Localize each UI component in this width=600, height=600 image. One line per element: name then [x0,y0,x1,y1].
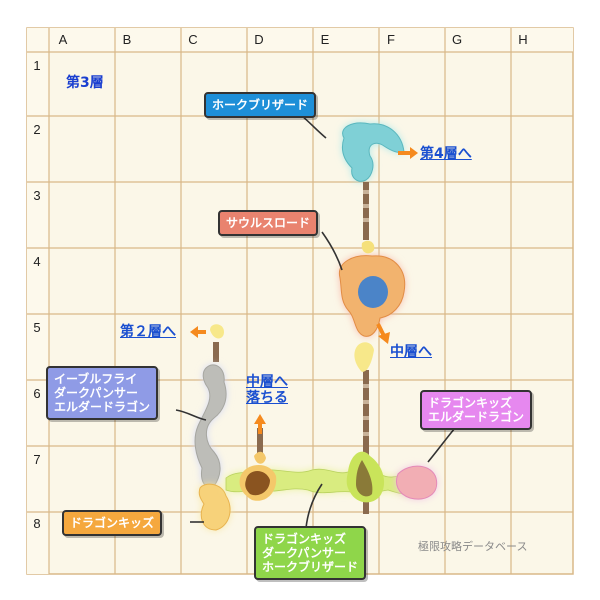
label-bottom-group: ドラゴンキッズ ダークパンサー ホークブリザード [254,526,367,580]
link-fall-middle[interactable]: 中層へ 落ちる [246,374,288,406]
col-header-f: F [387,32,395,47]
direction-arrows [190,147,418,434]
link-floor2[interactable]: 第２層へ [120,324,176,340]
row-header-1: 1 [33,58,41,73]
col-header-b: B [122,32,132,47]
row-header-7: 7 [33,452,41,467]
lava-room [338,240,406,372]
label-hawk-blizzard: ホークブリザード [204,92,317,118]
col-header-a: A [58,32,68,47]
col-header-d: D [254,32,264,47]
col-header-e: E [320,32,330,47]
ice-area [341,122,405,182]
label-saurus-lord: サウルスロード [218,210,319,236]
row-header-3: 3 [33,188,41,203]
watermark: 極限攻略データベース [418,540,528,553]
label-dragon-kids: ドラゴンキッズ [62,510,163,536]
row-header-4: 4 [33,254,41,269]
col-header-c: C [188,32,198,47]
col-header-h: H [518,32,528,47]
row-header-5: 5 [33,320,41,335]
col-header-g: G [451,32,463,47]
label-ibble-group: イーブルフライ ダークパンサー エルダードラゴン [46,366,159,420]
row7-path [225,428,438,503]
corridor-c [194,324,231,531]
floor-title: 第3層 [66,75,104,91]
row-header-6: 6 [33,386,41,401]
label-dragon-kids-elder: ドラゴンキッズ エルダードラゴン [420,390,533,430]
row-header-8: 8 [33,516,41,531]
corridor-f [363,182,369,514]
link-floor4[interactable]: 第4層へ [420,146,472,162]
link-middle[interactable]: 中層へ [390,344,432,360]
row-header-2: 2 [33,122,41,137]
